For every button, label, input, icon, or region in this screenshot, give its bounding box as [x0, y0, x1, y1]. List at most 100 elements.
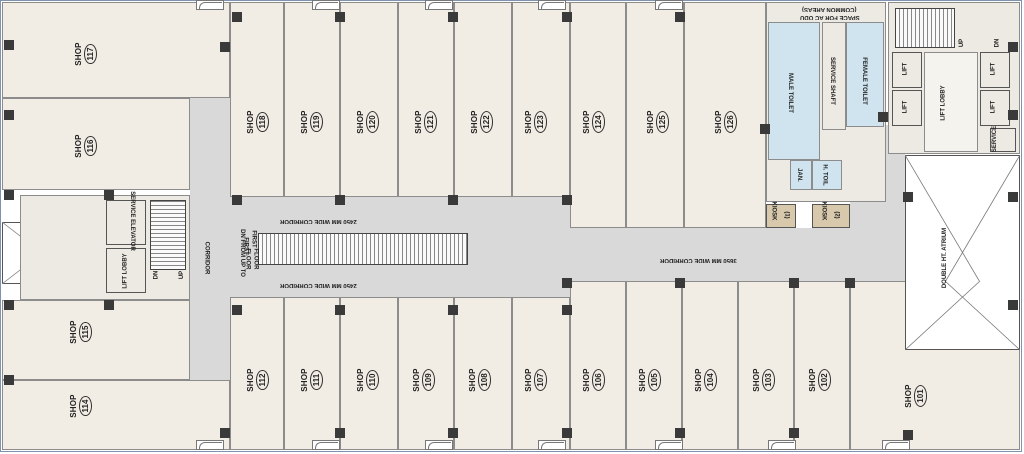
column: [760, 124, 770, 134]
shop-115: [2, 300, 190, 380]
left-dn-label: DN: [153, 270, 160, 280]
shop-106: [570, 281, 626, 450]
kiosk-2-label: KIOSK: [820, 201, 827, 221]
column: [675, 278, 685, 288]
shop-105: [626, 281, 682, 450]
space-ac-label-1: SPACE FOR AC ODU: [800, 14, 860, 20]
shop-123: [512, 2, 570, 197]
column: [4, 300, 14, 310]
right-lift-lobby-label: LIFT LOBBY: [940, 85, 947, 121]
column: [789, 428, 799, 438]
shop-120: [340, 2, 398, 197]
left-up-label: UP: [179, 270, 186, 280]
kiosk-1: [766, 204, 796, 228]
right-dn-label: DN: [994, 38, 1001, 48]
shop-104: [682, 281, 738, 450]
column: [675, 428, 685, 438]
shop-121: [398, 2, 454, 197]
service-shaft: [822, 22, 846, 130]
main-corridor: [570, 228, 905, 281]
column: [1008, 42, 1018, 52]
bottom-window-5: [655, 440, 683, 450]
male-toilet: [768, 22, 820, 160]
column: [448, 195, 458, 205]
column: [4, 190, 14, 200]
corridor-top-label: 2450 MM WIDE CORRIDOR: [280, 218, 357, 224]
shop-122: [454, 2, 512, 197]
column: [232, 195, 242, 205]
shop-103: [738, 281, 794, 450]
column: [104, 190, 114, 200]
lift-1: [892, 52, 922, 88]
column: [878, 112, 888, 122]
main-corridor-label: 3650 MM WIDE CORRIDOR: [660, 257, 737, 263]
column: [789, 278, 799, 288]
female-toilet: [846, 22, 884, 127]
atrium-overlap: [905, 281, 1020, 350]
column: [1008, 110, 1018, 120]
bottom-window-4: [538, 440, 566, 450]
janitor-room: [790, 160, 812, 190]
column: [1008, 192, 1018, 202]
column: [335, 12, 345, 22]
column: [335, 305, 345, 315]
side-corridor-label: CORRIDOR: [203, 241, 210, 275]
column: [4, 40, 14, 50]
left-vertical-corridor: [190, 95, 230, 395]
column: [562, 278, 572, 288]
column: [903, 430, 913, 440]
service-elevator: [106, 200, 146, 245]
service-elevator-label: SERVICE ELEVATOR: [128, 191, 135, 251]
bottom-window-7: [882, 440, 910, 450]
lift-4-label: LIFT: [990, 100, 997, 114]
lift-2: [892, 90, 922, 126]
left-staircase: [150, 200, 186, 270]
female-toilet-label: FEMALE TOILET: [860, 57, 867, 105]
kiosk-2-number: (2): [833, 211, 840, 219]
column: [562, 12, 572, 22]
left-lift-lobby: [106, 248, 146, 293]
lift-3-label: LIFT: [990, 62, 997, 76]
column: [845, 278, 855, 288]
column: [220, 428, 230, 438]
column: [448, 12, 458, 22]
kiosk-1-label: KIOSK: [770, 201, 777, 221]
lift-4: [980, 90, 1010, 126]
escalator: [258, 233, 468, 265]
shop-102: [794, 281, 850, 450]
column: [562, 428, 572, 438]
top-window-2: [312, 0, 340, 10]
column: [220, 42, 230, 52]
top-window-3: [425, 0, 453, 10]
bottom-window-6: [768, 440, 796, 450]
service-lift-label: SERVICE: [992, 125, 999, 153]
space-ac-label-2: (COMMON AREAS): [802, 6, 857, 12]
column: [232, 305, 242, 315]
column: [1008, 300, 1018, 310]
escalator-note-3: FIRST: [250, 230, 257, 248]
column: [675, 12, 685, 22]
handicap-toilet-label: H. TOIL: [821, 164, 828, 186]
column: [335, 428, 345, 438]
top-window-4: [538, 0, 566, 10]
lift-3: [980, 52, 1010, 88]
right-lift-lobby: [924, 52, 978, 152]
escalator-note-4: FLOOR: [244, 248, 251, 270]
service-lift-right: [990, 128, 1016, 152]
